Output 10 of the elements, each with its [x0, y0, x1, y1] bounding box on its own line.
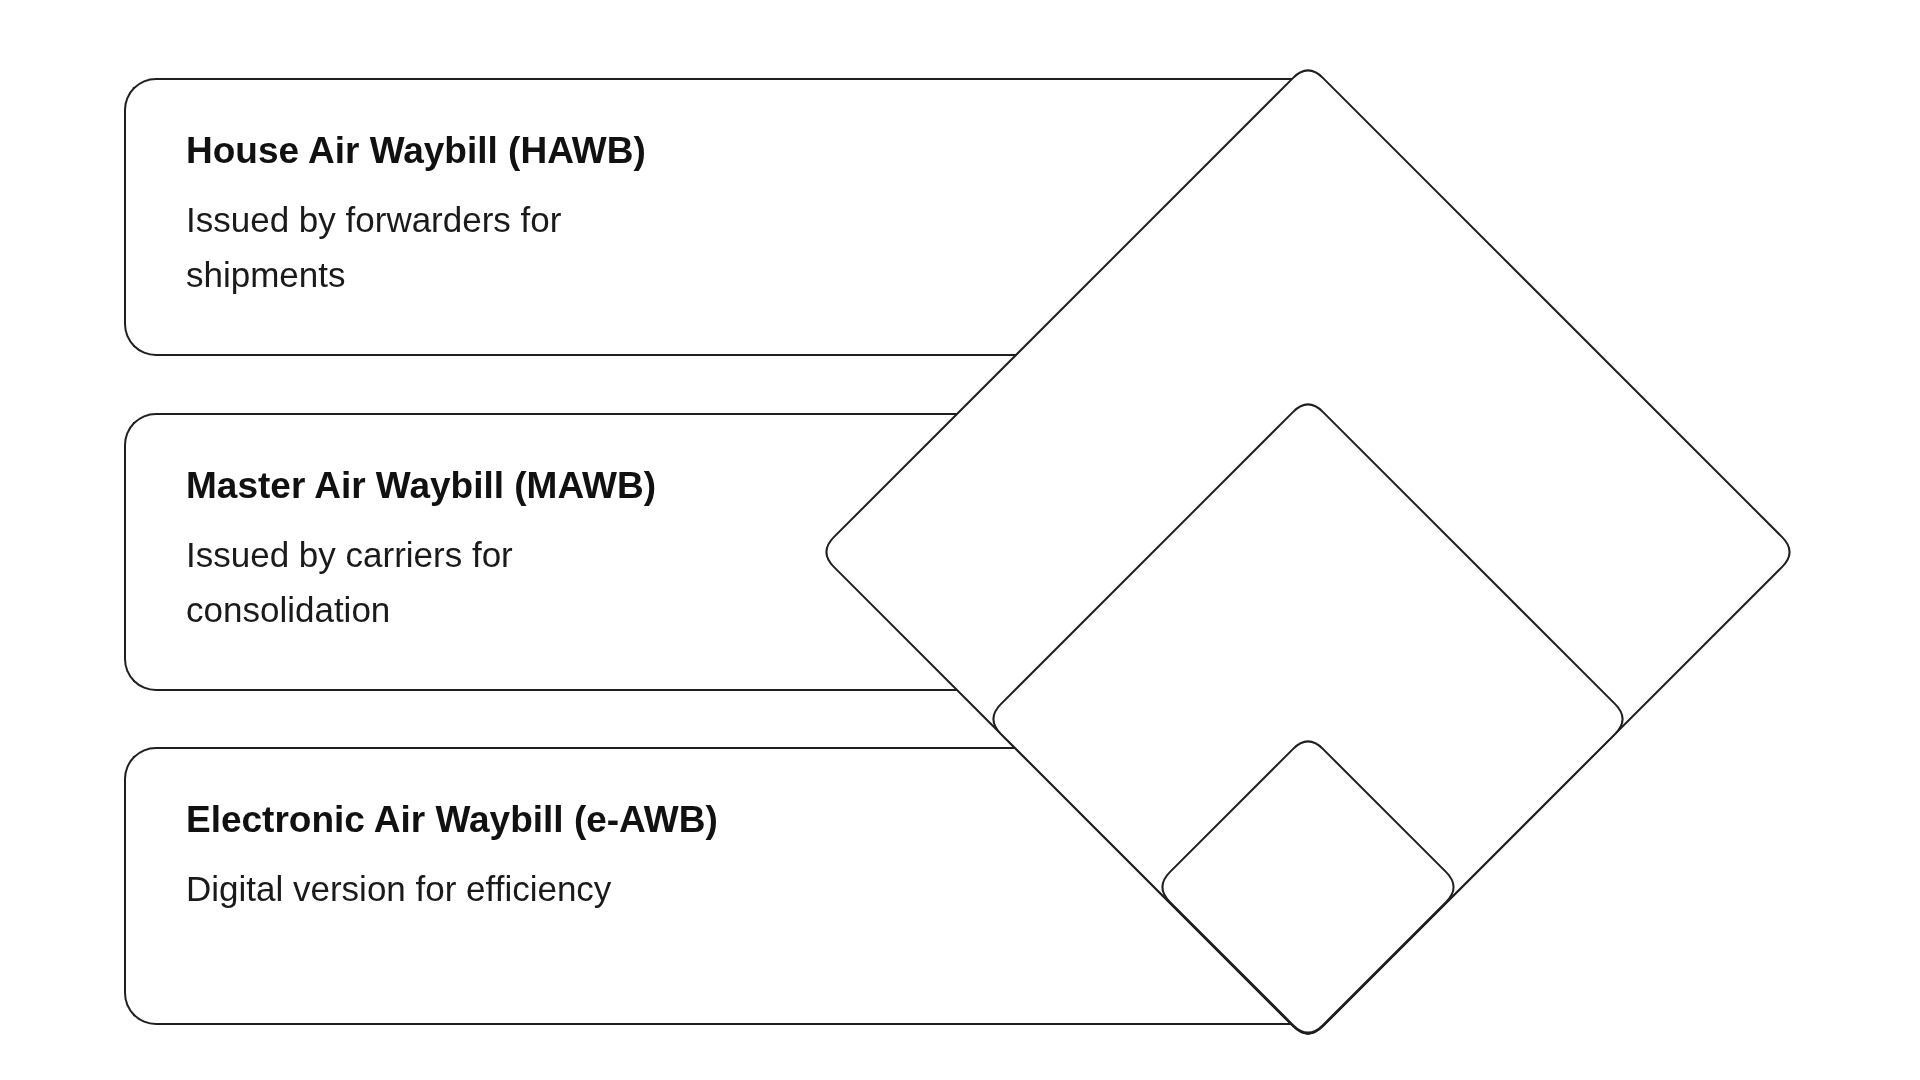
info-card: [124, 413, 816, 691]
diamond-shape: [1161, 740, 1455, 1034]
card-description: Issued by carriers for consolidation: [186, 534, 514, 631]
info-card: [124, 747, 1011, 1025]
card-title: Electronic Air Waybill (e-AWB): [186, 799, 718, 841]
card-description: Issued by forwarders for shipments: [186, 199, 563, 296]
card-title: House Air Waybill (HAWB): [186, 130, 646, 172]
card-description: Digital version for efficiency: [186, 868, 613, 910]
info-card: [124, 78, 1012, 356]
card-title: Master Air Waybill (MAWB): [186, 465, 657, 507]
